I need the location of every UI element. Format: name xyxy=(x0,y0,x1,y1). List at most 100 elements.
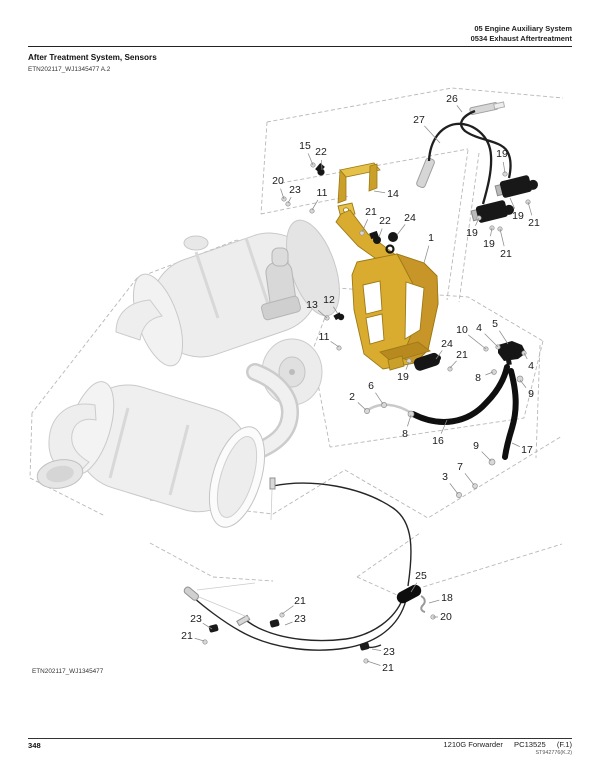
header-rule xyxy=(28,46,572,47)
fitting-5 xyxy=(498,341,526,361)
temperature-sensors xyxy=(315,163,526,371)
callout-leader-23 xyxy=(202,622,213,630)
callout-label-2: 2 xyxy=(349,391,355,403)
callout-leader-5 xyxy=(499,330,509,345)
callout-leader-25 xyxy=(410,582,418,593)
callout-leader-26 xyxy=(456,105,463,113)
callout-leader-4 xyxy=(484,333,499,348)
callout-label-14: 14 xyxy=(387,188,399,200)
page-title: After Treatment System, Sensors xyxy=(28,53,157,62)
callout-leader-23 xyxy=(371,648,382,651)
callout-label-21: 21 xyxy=(181,630,193,642)
callout-leader-17 xyxy=(511,442,520,447)
callout-label-23: 23 xyxy=(289,184,301,196)
figure-caption: ETN202117_WJ1345477 xyxy=(32,668,104,675)
callout-leader-23 xyxy=(287,196,292,204)
callout-label-24: 24 xyxy=(441,338,453,350)
callout-label-4: 4 xyxy=(528,360,534,372)
callout-label-19: 19 xyxy=(483,238,495,250)
callout-label-21: 21 xyxy=(294,595,306,607)
callout-leader-4 xyxy=(523,352,528,360)
callout-label-1: 1 xyxy=(428,232,434,244)
callout-label-20: 20 xyxy=(272,175,284,187)
callout-leader-15 xyxy=(307,153,314,166)
sensor-22b xyxy=(373,236,381,244)
callout-label-5: 5 xyxy=(492,318,498,330)
callout-leader-27 xyxy=(424,125,441,144)
callout-label-13: 13 xyxy=(306,299,318,311)
footer-model: 1210G Forwarder xyxy=(443,740,503,749)
callout-leader-24 xyxy=(435,350,443,360)
callout-leader-21 xyxy=(366,660,381,666)
title-block: After Treatment System, Sensors ETN20211… xyxy=(28,53,157,73)
hose-17 xyxy=(502,368,519,460)
callout-label-21: 21 xyxy=(500,248,512,260)
callout-leader-9 xyxy=(519,379,527,388)
footer-page-number: 348 xyxy=(28,741,41,750)
harness-connectors xyxy=(183,477,426,651)
callout-label-22: 22 xyxy=(379,215,391,227)
nox-sensors xyxy=(416,101,538,223)
harness-probe xyxy=(183,586,199,601)
callout-leader-19 xyxy=(475,217,480,226)
callout-label-9: 9 xyxy=(528,388,534,400)
callout-label-21: 21 xyxy=(365,206,377,218)
callout-label-20: 20 xyxy=(440,611,452,623)
callout-leader-18 xyxy=(428,599,440,604)
callout-label-19: 19 xyxy=(397,371,409,383)
callout-leader-21 xyxy=(281,605,294,615)
callout-label-26: 26 xyxy=(446,93,458,105)
callout-label-8: 8 xyxy=(475,372,481,384)
callout-leader-21 xyxy=(527,201,533,216)
footer-doc-code: ST942776(K.2) xyxy=(535,750,572,756)
callout-leader-6 xyxy=(375,392,384,405)
callout-label-10: 10 xyxy=(456,324,468,336)
callout-label-8: 8 xyxy=(402,428,408,440)
callout-leader-9 xyxy=(481,451,492,462)
callout-leader-19 xyxy=(509,197,516,209)
callout-label-22: 22 xyxy=(315,146,327,158)
callout-leader-12 xyxy=(333,306,339,315)
callout-label-18: 18 xyxy=(441,592,453,604)
sensor-24a xyxy=(388,232,398,242)
callout-label-23: 23 xyxy=(190,613,202,625)
callout-label-19: 19 xyxy=(512,210,524,222)
callout-label-7: 7 xyxy=(457,461,463,473)
footer-right-block: 1210G Forwarder PC13525 (F.1) ST942776(K… xyxy=(434,740,572,756)
connector-25 xyxy=(396,584,422,604)
callout-leader-14 xyxy=(373,190,386,194)
nox-probe-27 xyxy=(416,157,435,189)
hose-16 xyxy=(410,364,510,425)
callout-leader-21 xyxy=(194,637,205,642)
callout-label-9: 9 xyxy=(473,440,479,452)
header-subsection: 0534 Exhaust Aftertreatment xyxy=(470,34,572,43)
nox-module-upper xyxy=(494,175,538,198)
footer-catalog: PC13525 xyxy=(514,740,546,749)
tube-2 xyxy=(367,403,414,416)
callout-leader-19 xyxy=(490,227,493,237)
callout-leader-13 xyxy=(317,309,328,319)
connector-23b xyxy=(269,619,280,628)
callout-label-12: 12 xyxy=(323,294,335,306)
callout-label-21: 21 xyxy=(456,349,468,361)
callout-label-24: 24 xyxy=(404,212,416,224)
callout-leader-22 xyxy=(378,228,383,238)
callout-leader-19 xyxy=(502,161,506,174)
callout-leader-19 xyxy=(405,361,410,370)
connector-23c xyxy=(359,642,370,651)
header-section: 05 Engine Auxiliary System xyxy=(474,24,572,33)
callout-leader-8 xyxy=(407,414,412,427)
upper-bracket-part14 xyxy=(337,162,381,204)
wiring-harness xyxy=(192,482,412,651)
callout-leader-11 xyxy=(330,341,340,348)
callout-label-15: 15 xyxy=(299,140,311,152)
callout-label-11: 11 xyxy=(319,331,330,343)
callout-label-21: 21 xyxy=(528,217,540,229)
callout-leader-22 xyxy=(321,159,323,171)
callout-label-4: 4 xyxy=(476,322,482,334)
callout-leader-2 xyxy=(357,402,367,411)
callout-label-25: 25 xyxy=(415,570,427,582)
callout-leader-21 xyxy=(361,219,369,233)
callout-label-11: 11 xyxy=(317,187,328,199)
